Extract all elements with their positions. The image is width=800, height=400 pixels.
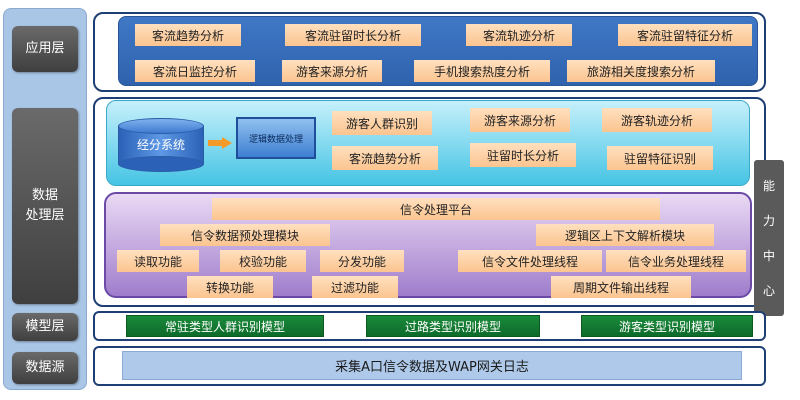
app-item: 客流驻留特征分析 [618, 24, 752, 46]
analysis-item: 游客人群识别 [332, 111, 432, 135]
arrow-right-icon [208, 137, 232, 149]
preprocess-module: 信令数据预处理模块 [160, 224, 330, 246]
function-item: 过滤功能 [312, 276, 398, 298]
thread-item: 信令文件处理线程 [458, 250, 602, 272]
model-item: 过路类型识别模型 [366, 315, 540, 337]
capability-char: 中 [762, 249, 775, 263]
function-item: 分发功能 [320, 250, 404, 272]
analysis-item: 游客轨迹分析 [602, 108, 712, 132]
layer-label-text: 数据源 [25, 360, 65, 375]
app-item: 旅游相关度搜索分析 [567, 60, 715, 82]
analysis-item: 驻留时长分析 [470, 143, 576, 167]
capability-char: 能 [762, 179, 775, 193]
context-parse-module: 逻辑区上下文解析模块 [536, 224, 714, 246]
layer-label-processing: 数据 处理层 [12, 108, 78, 304]
function-item: 转换功能 [187, 276, 273, 298]
capability-char: 心 [762, 284, 775, 298]
thread-item: 周期文件输出线程 [551, 276, 691, 298]
database-icon: 经分系统 [118, 118, 204, 172]
analysis-item: 游客来源分析 [470, 108, 570, 132]
layer-label-application: 应用层 [12, 26, 78, 72]
layer-label-text: 处理层 [25, 208, 65, 223]
layer-label-text: 模型层 [25, 319, 65, 334]
database-label: 经分系统 [136, 138, 185, 152]
capability-char: 力 [762, 214, 775, 228]
data-source-box: 采集A口信令数据及WAP网关日志 [122, 351, 742, 380]
function-item: 读取功能 [117, 250, 199, 272]
thread-item: 信令业务处理线程 [606, 250, 746, 272]
layer-label-source: 数据源 [12, 352, 78, 384]
app-item: 客流驻留时长分析 [285, 24, 421, 46]
model-item: 游客类型识别模型 [581, 315, 753, 337]
analysis-item: 客流趋势分析 [332, 146, 438, 170]
app-item: 手机搜索热度分析 [414, 60, 550, 82]
app-item: 客流趋势分析 [135, 24, 241, 46]
logic-processing-box: 逻辑数据处理 [236, 117, 316, 159]
analysis-item: 驻留特征识别 [607, 146, 713, 170]
function-item: 校验功能 [220, 250, 306, 272]
layer-label-model: 模型层 [12, 313, 78, 341]
app-item: 游客来源分析 [282, 60, 382, 82]
layer-label-text: 应用层 [25, 41, 65, 56]
app-item: 客流轨迹分析 [466, 24, 572, 46]
app-item: 客流日监控分析 [135, 60, 255, 82]
capability-center: 能 力 中 心 [754, 160, 784, 316]
signaling-platform: 信令处理平台 [212, 198, 660, 220]
model-item: 常驻类型人群识别模型 [126, 315, 324, 337]
layer-label-text: 数据 [31, 188, 58, 203]
